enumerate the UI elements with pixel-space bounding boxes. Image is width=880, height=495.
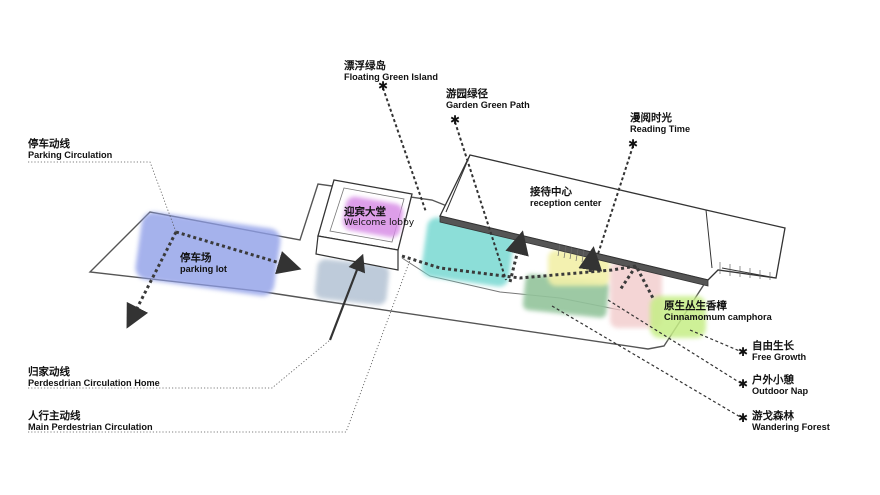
label-en: Cinnamomum camphora [664, 312, 772, 323]
label-outdoor-nap: 户外小憩 Outdoor Nap [752, 374, 808, 397]
reading-circulation-link [578, 246, 603, 273]
label-cn: 停车动线 [28, 138, 70, 150]
label-en: parking lot [180, 264, 227, 275]
label-cn: 游园绿径 [446, 88, 488, 100]
parking-zone [135, 212, 281, 296]
label-reception: 接待中心 reception center [530, 186, 601, 209]
pink-zone [610, 262, 662, 328]
label-cn: 漫阅时光 [630, 112, 672, 124]
asterisk-marker: ✱ [738, 377, 749, 391]
label-wandering-forest: 游戈森林 Wandering Forest [752, 410, 830, 433]
label-reading-time: 漫阅时光 Reading Time [630, 112, 690, 135]
label-garden-path: 游园绿径 Garden Green Path [446, 88, 530, 111]
label-welcome-lobby: 迎宾大堂 Welcome lobby [344, 206, 414, 229]
reading-leader [597, 145, 634, 255]
outdoor-nap-leader [607, 299, 743, 385]
label-parking-circulation: 停车动线 Parking Circulation [28, 138, 112, 161]
label-cn: 人行主动线 [28, 410, 81, 422]
label-free-growth: 自由生长 Free Growth [752, 340, 806, 363]
label-en: Main Perdestrian Circulation [28, 422, 153, 433]
label-cn: 迎宾大堂 [344, 206, 386, 218]
parking-callout-line [28, 161, 177, 233]
label-cn: 户外小憩 [752, 374, 794, 386]
asterisk-marker: ✱ [738, 345, 749, 359]
asterisk-marker: ✱ [738, 411, 749, 425]
label-en: Parking Circulation [28, 150, 113, 161]
reception-roof-edge [445, 154, 777, 279]
label-en: Welcome lobby [344, 217, 415, 229]
home-callout-line [28, 339, 331, 389]
camphora-circulation-link [618, 265, 638, 291]
asterisk-marker: ✱ [378, 79, 389, 93]
label-floating-island: 漂浮绿岛 Floating Green Island [344, 60, 438, 83]
label-en: Perdesdrian Circulation Home [28, 378, 160, 389]
garden-path-leader [454, 121, 507, 281]
label-cn: 游戈森林 [752, 410, 794, 422]
lobby-building-side [315, 235, 399, 271]
label-camphora: 原生丛生香樟 Cinnamomum camphora [664, 300, 772, 323]
label-cn: 接待中心 [530, 186, 572, 198]
label-en: Wandering Forest [752, 422, 830, 433]
lobby-building-inner [329, 187, 405, 243]
free-growth-leader [689, 329, 743, 353]
island-circulation-link [505, 230, 529, 283]
lobby-zone [342, 196, 404, 238]
label-parking-lot: 停车场 parking lot [180, 252, 227, 275]
home-circulation-arrow [328, 253, 366, 341]
label-cn: 漂浮绿岛 [344, 60, 386, 72]
asterisk-marker: ✱ [450, 113, 461, 127]
label-en: Floating Green Island [344, 72, 438, 83]
wandering-forest-leader [551, 305, 743, 419]
label-cn: 原生丛生香樟 [664, 300, 727, 312]
parking-circulation-path [175, 230, 302, 275]
label-cn: 归家动线 [28, 366, 70, 378]
asterisk-marker: ✱ [628, 137, 639, 151]
main-callout-line [28, 259, 411, 433]
label-en: Free Growth [752, 352, 807, 363]
label-en: Outdoor Nap [752, 386, 809, 397]
label-en: reception center [530, 198, 602, 209]
camphora-zone [650, 296, 706, 338]
label-cn: 自由生长 [752, 340, 794, 352]
label-cn: 停车场 [180, 252, 212, 264]
label-en: Reading Time [630, 124, 691, 135]
label-main-circulation: 人行主动线 Main Perdestrian Circulation [28, 410, 153, 433]
label-en: Garden Green Path [446, 100, 530, 111]
parking-circulation-down [126, 231, 178, 329]
label-home-circulation: 归家动线 Perdesdrian Circulation Home [28, 366, 160, 389]
